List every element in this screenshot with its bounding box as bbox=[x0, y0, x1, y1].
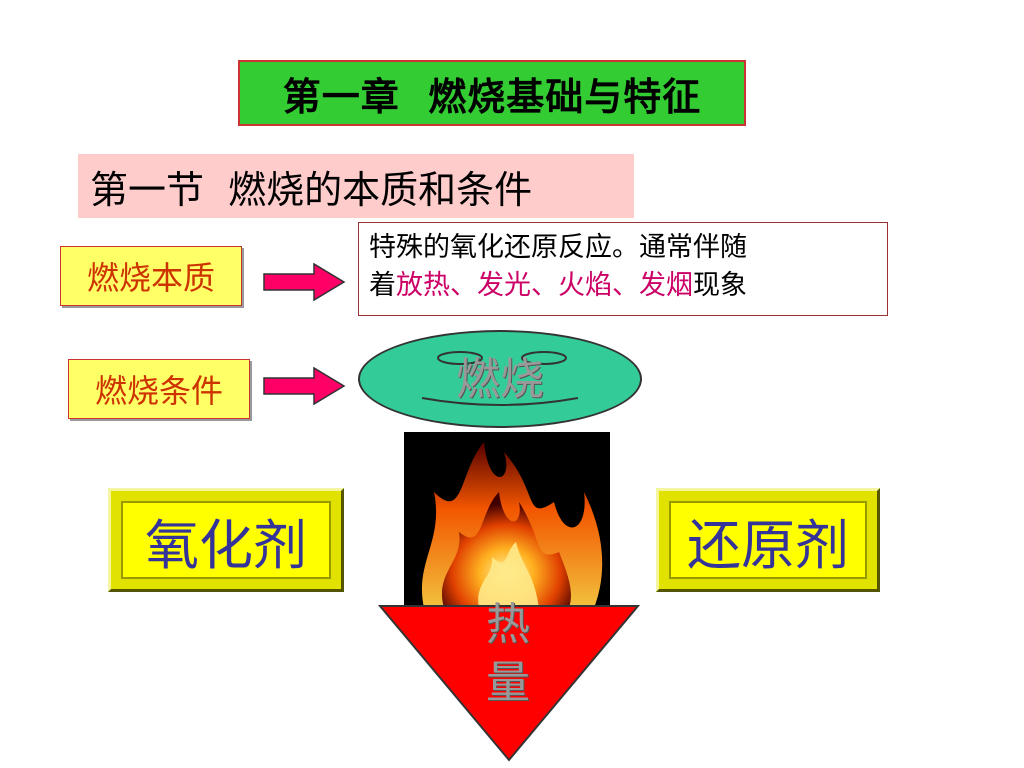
combustion-ellipse bbox=[358, 330, 642, 428]
arrow-right-icon bbox=[263, 366, 346, 406]
ellipse-face-decoration bbox=[421, 351, 579, 406]
oxidizer-box: 氧化剂 bbox=[108, 488, 344, 592]
oxidizer-label: 氧化剂 bbox=[121, 501, 331, 579]
combustion-essence-label: 燃烧本质 bbox=[60, 246, 242, 306]
highlight-heat-release: 放热 bbox=[396, 270, 450, 301]
definition-prefix: 着 bbox=[369, 270, 396, 301]
heat-label: 热量 bbox=[486, 599, 530, 708]
chapter-title: 第一章 燃烧基础与特征 bbox=[238, 60, 746, 126]
highlight-smoke: 发烟 bbox=[639, 270, 693, 301]
definition-suffix: 现象 bbox=[693, 270, 747, 301]
heat-triangle bbox=[378, 605, 640, 762]
separator: 、 bbox=[531, 270, 558, 301]
reducer-box: 还原剂 bbox=[656, 488, 880, 592]
highlight-light-emission: 发光 bbox=[477, 270, 531, 301]
reducer-label: 还原剂 bbox=[669, 501, 867, 579]
separator: 、 bbox=[612, 270, 639, 301]
combustion-condition-label: 燃烧条件 bbox=[68, 359, 250, 419]
highlight-flame: 火焰 bbox=[558, 270, 612, 301]
section-title: 第一节 燃烧的本质和条件 bbox=[78, 154, 634, 218]
flame-icon bbox=[404, 432, 610, 608]
arrow-right-icon bbox=[263, 262, 346, 302]
separator: 、 bbox=[450, 270, 477, 301]
definition-line-1: 特殊的氧化还原反应。通常伴随 bbox=[369, 232, 747, 263]
fire-image bbox=[404, 432, 610, 608]
definition-box: 特殊的氧化还原反应。通常伴随 着放热、发光、火焰、发烟现象 bbox=[358, 222, 888, 316]
definition-line-2: 着放热、发光、火焰、发烟现象 bbox=[369, 267, 877, 305]
combustion-ellipse-label: 燃烧 bbox=[456, 354, 544, 405]
